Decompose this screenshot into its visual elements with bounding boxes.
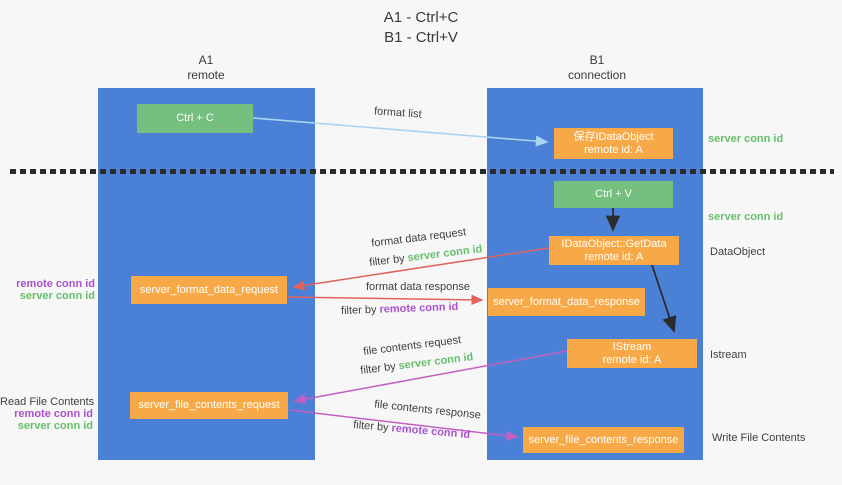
title-line-2: B1 - Ctrl+V [384,29,458,46]
ctrl-v-label: Ctrl + V [595,188,632,200]
node-server-format-data-response: server_format_data_response [488,288,645,316]
server-format-data-request-label: server_format_data_request [139,283,279,296]
server-conn-id-text: server conn id [406,243,483,265]
filter-by-text: filter by [352,418,390,434]
node-ctrl-v: Ctrl + V [554,181,673,208]
node-server-file-contents-request: server_file_contents_request [130,392,288,419]
node-idataobject-getdata: IDataObject::GetData remote id: A [549,236,679,265]
remote-conn-id-text: remote conn id [391,422,471,442]
getdata-line1: IDataObject::GetData [561,237,667,250]
file-contents-response-label: file contents response [373,398,482,422]
filter-by-text: filter by [340,303,377,318]
format-list-label: format list [373,105,423,121]
lane-b1-title: B1 [589,53,605,67]
remote-conn-id-side-label: remote conn id [14,408,93,420]
lane-header-b1: B1 connection [537,53,657,83]
node-server-file-contents-response: server_file_contents_response [523,427,684,453]
node-save-idataobject: 保存IDataObject remote id: A [554,128,673,159]
istream-line2: remote id: A [602,353,662,366]
write-file-contents-label: Write File Contents [712,432,806,444]
title-line-1: A1 - Ctrl+C [383,9,459,26]
lane-a1-title: A1 [198,53,214,67]
filter-by-text: filter by [359,360,397,377]
istream-side-label: Istream [710,349,747,361]
server-conn-id-text: server conn id [397,351,474,373]
server-file-contents-response-label: server_file_contents_response [528,433,679,446]
save-idataobject-line1: 保存IDataObject [573,130,654,143]
getdata-line2: remote id: A [584,250,644,263]
server-conn-id-side-label: server conn id [19,290,95,302]
format-data-response-arrow [287,294,484,306]
istream-line1: IStream [612,340,652,353]
left-labels-bottom: Read File Contents remote conn id server… [0,396,95,432]
dataobject-side-label: DataObject [710,246,766,258]
server-format-data-response-label: server_format_data_response [493,295,640,308]
server-conn-id-side-label-top: server conn id [708,133,784,145]
lane-header-a1: A1 remote [146,53,266,83]
phase-separator-dotted-line [10,169,834,174]
ctrl-c-label: Ctrl + C [176,112,214,124]
diagram-title: A1 - Ctrl+C B1 - Ctrl+V [0,8,842,48]
left-conn-id-labels-top: remote conn id server conn id [0,278,95,302]
filter-by-text: filter by [368,252,406,269]
node-ctrl-c: Ctrl + C [137,104,253,133]
node-istream: IStream remote id: A [567,339,697,368]
lane-b1-subtitle: connection [567,68,627,82]
remote-conn-id-side-label: remote conn id [16,278,95,290]
server-file-contents-request-label: server_file_contents_request [138,399,280,411]
save-idataobject-line2: remote id: A [584,143,643,156]
lane-a1-subtitle: remote [187,68,225,82]
remote-conn-id-text: remote conn id [379,300,459,316]
read-file-contents-label: Read File Contents [0,396,95,408]
format-data-response-label: format data response [366,281,470,293]
node-server-format-data-request: server_format_data_request [131,276,287,304]
server-conn-id-side-label: server conn id [17,420,93,432]
server-conn-id-side-label-mid: server conn id [708,211,784,223]
